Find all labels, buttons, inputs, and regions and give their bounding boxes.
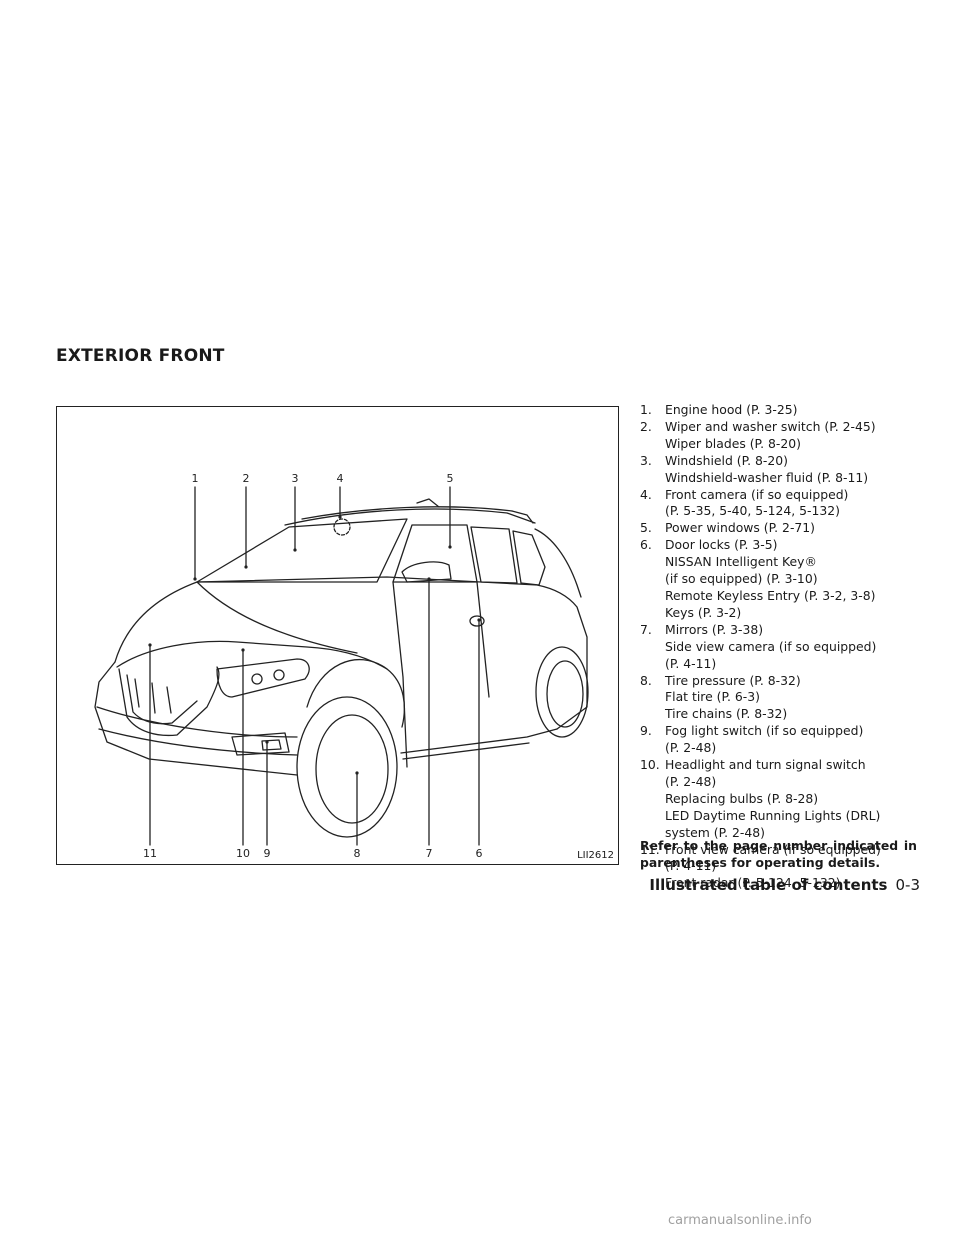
callout-2: 2 xyxy=(243,472,250,485)
callout-10: 10 xyxy=(236,847,250,860)
list-item: 2. Wiper and washer switch (P. 2-45)Wiper… xyxy=(640,419,920,453)
list-item: 4. Front camera (if so equipped)(P. 5-35,… xyxy=(640,487,920,521)
item-line: (P. 2-48) xyxy=(665,773,717,789)
item-line: NISSAN Intelligent Key® xyxy=(665,554,817,570)
list-item: 9. Fog light switch (if so equipped)(P. 2… xyxy=(640,723,920,757)
item-number: 7. xyxy=(640,621,652,637)
item-line: (P. 2-48) xyxy=(665,740,717,756)
item-line: Keys (P. 3-2) xyxy=(665,604,742,620)
parts-list: 1. Engine hood (P. 3-25) 2. Wiper and washe… xyxy=(640,402,920,892)
item-line: (P. 5-35, 5-40, 5-124, 5-132) xyxy=(665,503,840,519)
item-line: Front radar (P. 5-124, 5-132) xyxy=(665,875,841,891)
item-line: Tire pressure (P. 8-32) xyxy=(665,672,801,688)
vehicle-illustration: 1 2 3 4 5 11 10 9 8 7 6 LII2612 xyxy=(56,406,619,865)
callout-3: 3 xyxy=(292,472,299,485)
callout-6: 6 xyxy=(476,847,483,860)
item-number: 4. xyxy=(640,486,652,502)
item-line: Engine hood (P. 3-25) xyxy=(665,402,798,417)
list-item: 6. Door locks (P. 3-5)NISSAN Intelligent … xyxy=(640,537,920,622)
item-line: Front camera (if so equipped) xyxy=(665,486,849,502)
footer-title: Illustrated table of contents xyxy=(649,876,888,894)
callout-8: 8 xyxy=(354,847,361,860)
section-title: EXTERIOR FRONT xyxy=(56,346,225,366)
item-line: Windshield-washer fluid (P. 8-11) xyxy=(665,469,869,485)
list-item: 5. Power windows (P. 2-71) xyxy=(640,520,920,537)
callout-9: 9 xyxy=(264,847,271,860)
item-number: 6. xyxy=(640,537,652,553)
reference-note: Refer to the page number indicated in pa… xyxy=(640,838,917,870)
item-line: Side view camera (if so equipped) xyxy=(665,638,877,654)
item-line: Wiper and washer switch (P. 2-45) xyxy=(665,418,876,434)
item-line: Windshield (P. 8-20) xyxy=(665,452,788,468)
figure-id: LII2612 xyxy=(577,850,614,861)
list-item: 10. Headlight and turn signal switch(P. 2… xyxy=(640,757,920,842)
item-line: Replacing bulbs (P. 8-28) xyxy=(665,790,819,806)
item-line: Headlight and turn signal switch xyxy=(665,757,866,773)
item-number: 1. xyxy=(640,402,652,417)
item-line: LED Daytime Running Lights (DRL) xyxy=(665,807,881,823)
item-line: Wiper blades (P. 8-20) xyxy=(665,435,801,451)
item-line: Remote Keyless Entry (P. 3-2, 3-8) xyxy=(665,587,876,603)
item-line: (if so equipped) (P. 3-10) xyxy=(665,571,818,587)
callout-7: 7 xyxy=(426,847,433,860)
callout-4: 4 xyxy=(337,472,344,485)
item-line: Door locks (P. 3-5) xyxy=(665,537,778,553)
list-item: 8. Tire pressure (P. 8-32)Flat tire (P. 6… xyxy=(640,673,920,724)
watermark: carmanualsonline.info xyxy=(668,1213,812,1228)
item-number: 8. xyxy=(640,672,652,688)
list-item: 7. Mirrors (P. 3-38)Side view camera (if … xyxy=(640,622,920,673)
item-line: Mirrors (P. 3-38) xyxy=(665,621,764,637)
item-line: Power windows (P. 2-71) xyxy=(665,520,816,536)
item-line: (P. 4-11) xyxy=(665,655,717,671)
callout-1: 1 xyxy=(192,472,199,485)
page-footer: Illustrated table of contents 0-3 xyxy=(649,876,920,894)
page-number: 0-3 xyxy=(895,876,921,894)
list-item: 3. Windshield (P. 8-20)Windshield-washer … xyxy=(640,453,920,487)
callout-11: 11 xyxy=(143,847,157,860)
item-line: Tire chains (P. 8-32) xyxy=(665,706,788,722)
item-line: Fog light switch (if so equipped) xyxy=(665,723,864,739)
item-line: Flat tire (P. 6-3) xyxy=(665,689,760,705)
item-number: 3. xyxy=(640,452,652,468)
item-number: 9. xyxy=(640,723,652,739)
item-number: 11. xyxy=(640,841,660,857)
vehicle-line-drawing: 1 2 3 4 5 11 10 9 8 7 6 xyxy=(94,472,589,860)
list-item: 11. Front view camera (if so equipped)(P.… xyxy=(640,842,920,893)
list-item: 1. Engine hood (P. 3-25) xyxy=(640,402,920,419)
item-number: 5. xyxy=(640,520,652,536)
item-number: 10. xyxy=(640,757,660,773)
item-line: system (P. 2-48) xyxy=(665,824,765,840)
callout-5: 5 xyxy=(447,472,454,485)
item-line: (P. 4-11) xyxy=(665,858,717,874)
item-line: Front view camera (if so equipped) xyxy=(665,841,881,857)
item-number: 2. xyxy=(640,418,652,434)
